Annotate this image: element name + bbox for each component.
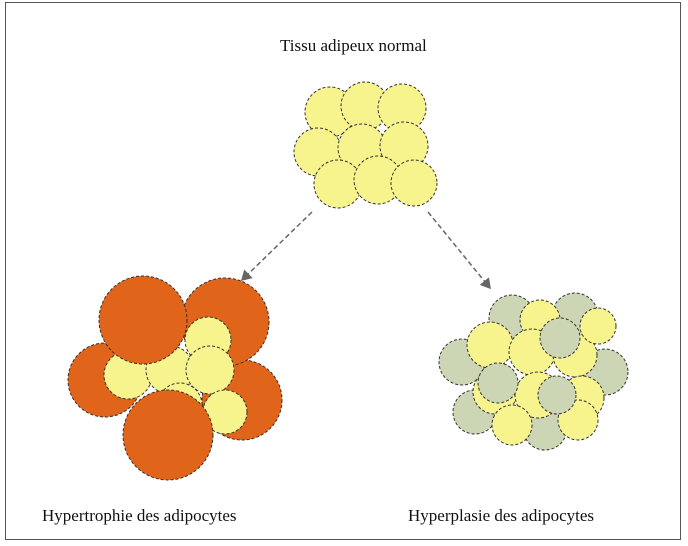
hyperplastic-cell (478, 363, 518, 403)
normal-tissue-cluster (294, 82, 437, 208)
hyperplasia-cluster (439, 293, 628, 450)
arrow-to-hyperplasia (428, 212, 490, 288)
hypertrophy-label: Hypertrophie des adipocytes (42, 506, 237, 526)
arrow-to-hypertrophy (242, 212, 312, 280)
normal-cell (492, 405, 532, 445)
hypertrophic-cell (123, 390, 213, 480)
hyperplasia-label: Hyperplasie des adipocytes (408, 506, 594, 526)
normal-cell (580, 308, 616, 344)
hyperplastic-cell (540, 318, 580, 358)
hyperplastic-cell (538, 376, 576, 414)
normal-cell (391, 160, 437, 206)
hypertrophic-cell (99, 276, 187, 364)
hypertrophy-cluster (68, 276, 282, 480)
normal-cell (467, 322, 513, 368)
